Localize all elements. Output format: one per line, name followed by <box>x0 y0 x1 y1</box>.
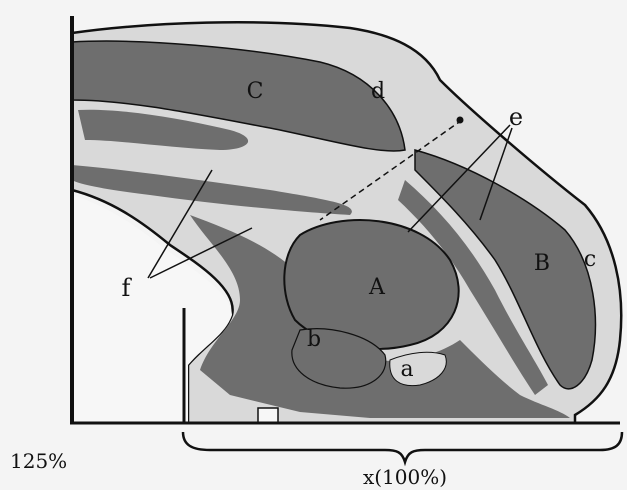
label-e: e <box>509 103 523 131</box>
label-B: B <box>534 251 550 276</box>
bottom-notch <box>258 408 278 423</box>
label-a: a <box>400 357 413 382</box>
label-C: C <box>247 79 264 104</box>
scale-label-left: 125% <box>10 449 67 473</box>
label-c: c <box>584 247 596 272</box>
label-b: b <box>307 327 321 352</box>
bottom-brace <box>183 432 622 462</box>
label-d: d <box>371 79 385 104</box>
dashed-line-end <box>457 117 464 124</box>
scale-label-bottom: x(100%) <box>363 465 447 489</box>
label-A: A <box>368 275 386 300</box>
